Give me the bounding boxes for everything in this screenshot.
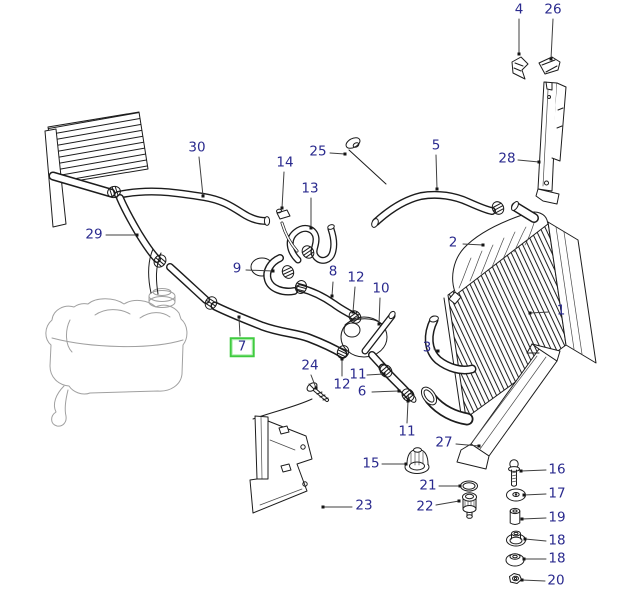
- callout-22[interactable]: 22: [416, 498, 434, 515]
- callout-23[interactable]: 23: [355, 497, 373, 514]
- part-2-top-tank: [448, 201, 549, 305]
- part-13-hose: [286, 224, 338, 264]
- callout-14[interactable]: 14: [276, 154, 294, 171]
- part-29-hose: [116, 194, 210, 304]
- part-14-fitting: [276, 208, 299, 253]
- callout-24[interactable]: 24: [301, 357, 319, 374]
- part-17-washer: [506, 488, 526, 502]
- part-21-oring: [460, 480, 478, 492]
- part-16-bolt: [508, 459, 520, 487]
- part-19-spacer: [509, 507, 521, 525]
- part-30-hose: [114, 187, 271, 226]
- callout-25[interactable]: 25: [309, 143, 327, 160]
- callout-4[interactable]: 4: [514, 1, 524, 18]
- callout-10[interactable]: 10: [372, 280, 390, 297]
- callout-27[interactable]: 27: [435, 434, 453, 451]
- callout-5[interactable]: 5: [431, 137, 441, 154]
- callout-26[interactable]: 26: [544, 1, 562, 18]
- part-18b-bushing: [505, 553, 525, 567]
- part-27-deflector: [456, 343, 561, 470]
- part-8-hose: [296, 284, 359, 321]
- callout-6[interactable]: 6: [357, 383, 367, 400]
- callout-9[interactable]: 9: [232, 260, 242, 277]
- part-3-hose: [420, 315, 477, 426]
- part-23-shield: [249, 398, 313, 514]
- callout-16[interactable]: 16: [548, 461, 566, 478]
- callout-13[interactable]: 13: [301, 180, 319, 197]
- callout-8[interactable]: 8: [328, 263, 338, 280]
- callout-17[interactable]: 17: [548, 485, 566, 502]
- callout-20[interactable]: 20: [547, 572, 565, 589]
- part-10-tube: [361, 310, 396, 355]
- part-22-drain-plug: [462, 492, 477, 519]
- part-5-hose: [371, 190, 496, 228]
- callout-15[interactable]: 15: [362, 455, 380, 472]
- heater-core-drawing: [44, 111, 149, 228]
- callout-2[interactable]: 2: [448, 234, 458, 251]
- callout-11b[interactable]: 11: [398, 423, 416, 440]
- part-28-deflector: [535, 81, 567, 205]
- callout-12b[interactable]: 12: [333, 376, 351, 393]
- part-18a-bushing: [506, 530, 526, 547]
- callout-30[interactable]: 30: [188, 139, 206, 156]
- leader-lines: [105, 18, 554, 582]
- callout-18a[interactable]: 18: [548, 532, 566, 549]
- callout-18b[interactable]: 18: [548, 550, 566, 567]
- part-9-hose: [263, 254, 298, 296]
- callout-1[interactable]: 1: [556, 302, 566, 319]
- callout-21[interactable]: 21: [419, 477, 437, 494]
- part-4-clip: [511, 56, 529, 80]
- callout-28[interactable]: 28: [498, 150, 516, 167]
- part-20-nut: [509, 573, 522, 584]
- callout-12a[interactable]: 12: [347, 269, 365, 286]
- part-6-hose: [378, 363, 417, 403]
- callout-3[interactable]: 3: [422, 339, 432, 356]
- part-25-rod: [345, 137, 387, 185]
- callout-29[interactable]: 29: [85, 226, 103, 243]
- part-24-screw: [306, 382, 329, 402]
- callout-11a[interactable]: 11: [349, 366, 367, 383]
- callout-19[interactable]: 19: [548, 509, 566, 526]
- part-15-mount: [404, 447, 430, 474]
- callout-7-highlighted[interactable]: 7: [229, 337, 255, 357]
- expansion-tank-drawing: [45, 288, 188, 427]
